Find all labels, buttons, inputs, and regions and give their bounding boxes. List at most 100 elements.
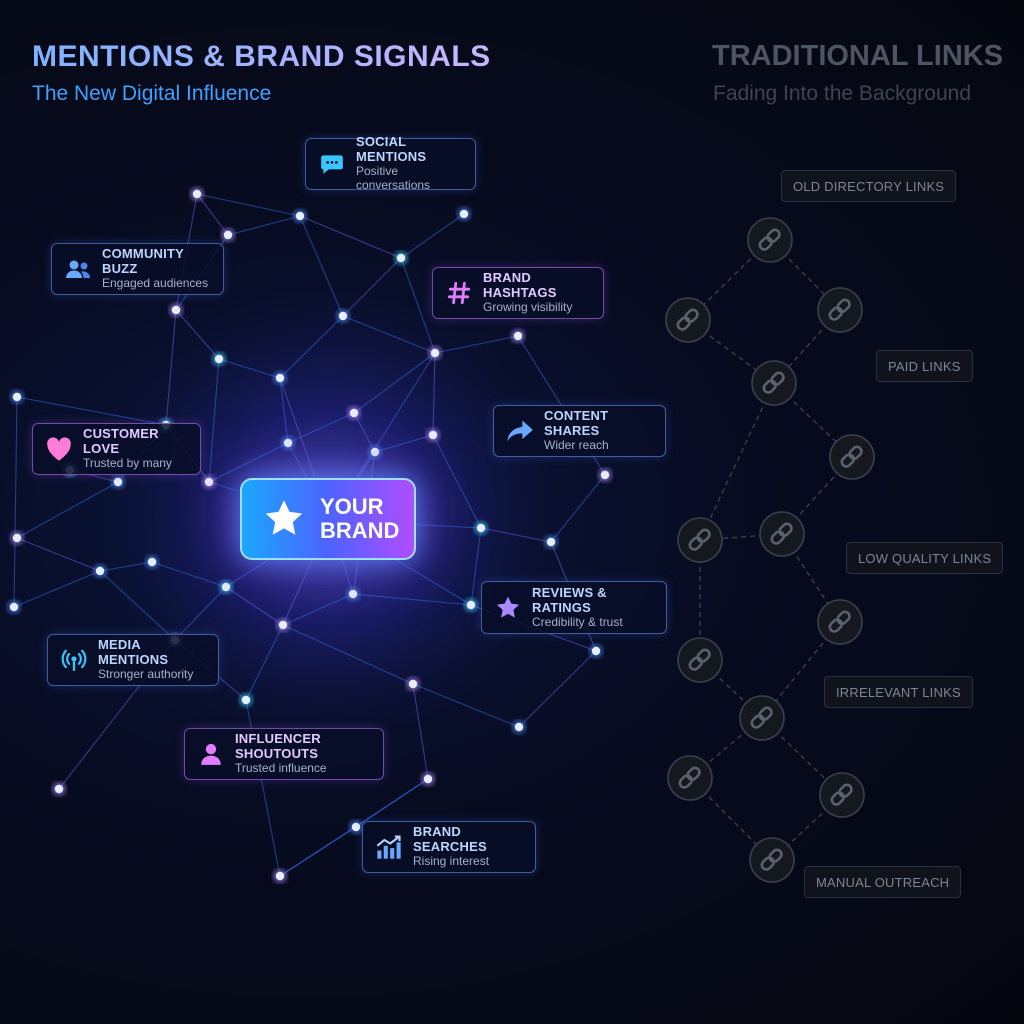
network-node bbox=[275, 373, 285, 383]
card-label: SOCIAL MENTIONS bbox=[356, 134, 427, 165]
network-edge bbox=[13, 570, 101, 608]
card-sub: Stronger authority bbox=[98, 667, 194, 682]
chain-link-icon bbox=[749, 837, 795, 883]
card-sub: Trusted by many bbox=[83, 456, 172, 471]
network-edge bbox=[412, 683, 429, 780]
network-node bbox=[204, 477, 214, 487]
network-node bbox=[214, 354, 224, 364]
card-sub: Engaged audiences bbox=[102, 276, 209, 291]
card-label: CUSTOMER LOVE bbox=[83, 426, 159, 457]
network-edge bbox=[518, 650, 597, 728]
star-icon bbox=[494, 594, 522, 622]
network-node bbox=[171, 305, 181, 315]
irrelevant-links-label: IRRELEVANT LINKS bbox=[824, 676, 973, 708]
network-edge bbox=[355, 778, 429, 828]
network-edge bbox=[282, 593, 354, 626]
network-node bbox=[348, 589, 358, 599]
card-sub: Rising interest bbox=[413, 854, 490, 869]
network-edge bbox=[432, 434, 482, 529]
network-edge bbox=[400, 213, 465, 259]
person-icon bbox=[197, 740, 225, 768]
manual-outreach-label: MANUAL OUTREACH bbox=[804, 866, 962, 898]
network-edge bbox=[287, 412, 355, 444]
network-node bbox=[192, 189, 202, 199]
network-node bbox=[430, 348, 440, 358]
network-node bbox=[12, 392, 22, 402]
hashtag-icon bbox=[445, 279, 473, 307]
network-node bbox=[221, 582, 231, 592]
network-edge bbox=[196, 193, 301, 217]
network-edge bbox=[16, 537, 101, 572]
network-node bbox=[370, 447, 380, 457]
card-sub: Trusted influence bbox=[235, 761, 327, 776]
network-node bbox=[513, 331, 523, 341]
network-edge bbox=[432, 352, 436, 436]
network-edge bbox=[353, 352, 436, 414]
network-node bbox=[396, 253, 406, 263]
chat-bubble-icon bbox=[318, 150, 346, 178]
network-edge bbox=[299, 215, 402, 259]
chain-link-icon bbox=[677, 517, 723, 563]
network-edge bbox=[208, 442, 289, 483]
network-edge bbox=[151, 561, 227, 588]
network-edge bbox=[282, 624, 414, 685]
card-label: INFLUENCER SHOUTOUTS bbox=[235, 731, 321, 762]
network-edge bbox=[175, 309, 220, 360]
network-edge bbox=[374, 434, 434, 453]
right-title: TRADITIONAL LINKS bbox=[712, 40, 1004, 72]
chain-link-icon bbox=[665, 297, 711, 343]
network-node bbox=[351, 822, 361, 832]
card-sub: Positive conversations bbox=[356, 164, 431, 192]
network-edge bbox=[400, 257, 436, 354]
star-icon bbox=[260, 495, 308, 543]
network-edge bbox=[174, 586, 227, 641]
paid-links-label: PAID LINKS bbox=[876, 350, 973, 382]
network-edge bbox=[16, 481, 119, 539]
chain-link-icon bbox=[817, 287, 863, 333]
network-node bbox=[147, 557, 157, 567]
chain-link-icon bbox=[667, 755, 713, 801]
network-node bbox=[408, 679, 418, 689]
left-subtitle: The New Digital Influence bbox=[32, 82, 272, 105]
card-label: COMMUNITY BUZZ bbox=[102, 246, 184, 277]
network-node bbox=[428, 430, 438, 440]
chain-link-icon bbox=[739, 695, 785, 741]
network-edge bbox=[342, 315, 436, 354]
heart-icon bbox=[45, 435, 73, 463]
chain-link-nodes bbox=[665, 217, 875, 883]
network-edge bbox=[279, 315, 344, 379]
network-node bbox=[113, 477, 123, 487]
network-edge bbox=[99, 561, 153, 572]
network-node bbox=[278, 620, 288, 630]
card-sub: Wider reach bbox=[544, 438, 609, 453]
chain-link-icon bbox=[747, 217, 793, 263]
chain-link-icon bbox=[751, 360, 797, 406]
network-edge bbox=[16, 396, 167, 426]
users-icon bbox=[64, 255, 92, 283]
chain-edge bbox=[771, 794, 843, 861]
network-edge bbox=[279, 826, 357, 877]
network-node bbox=[423, 774, 433, 784]
chain-edge bbox=[689, 717, 763, 779]
network-node bbox=[466, 600, 476, 610]
network-node bbox=[295, 211, 305, 221]
network-edge bbox=[299, 215, 344, 317]
card-label: REVIEWS & RATINGS bbox=[532, 584, 607, 615]
network-node bbox=[223, 230, 233, 240]
share-arrow-icon bbox=[506, 417, 534, 445]
network-edge bbox=[470, 527, 482, 606]
card-sub: Credibility & trust bbox=[532, 614, 623, 629]
network-edge bbox=[225, 586, 284, 626]
network-edge bbox=[352, 593, 472, 606]
low-quality-links-label: LOW QUALITY LINKS bbox=[846, 542, 1004, 574]
network-edge bbox=[196, 193, 229, 236]
broadcast-icon bbox=[60, 646, 88, 674]
network-node bbox=[591, 646, 601, 656]
network-node bbox=[9, 602, 19, 612]
chain-link-icon bbox=[759, 511, 805, 557]
